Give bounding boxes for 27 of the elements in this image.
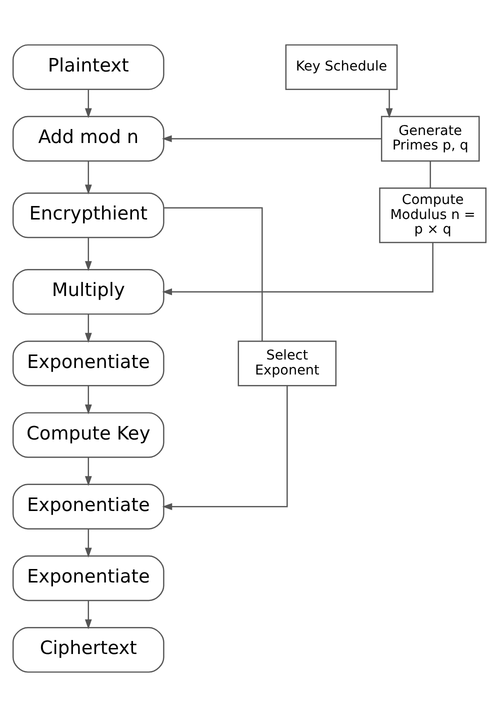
arrow — [162, 242, 434, 296]
node-box: Generate Primes p, q — [380, 116, 480, 162]
arrow — [84, 161, 92, 195]
arrow — [84, 528, 92, 558]
node-box: Exponentiate — [12, 484, 164, 530]
node-box: Ciphertext — [12, 627, 164, 673]
node-box: Add mod n — [12, 116, 164, 162]
arrow — [84, 314, 92, 343]
arrow — [84, 457, 92, 486]
arrow — [386, 89, 393, 118]
arrow — [84, 238, 92, 272]
node-box: Compute Modulus n = p × q — [379, 188, 487, 244]
connector — [430, 161, 431, 188]
arrow — [84, 89, 92, 118]
node-box: Exponentiate — [12, 555, 164, 602]
arrow — [84, 386, 92, 414]
node-box: Exponentiate — [12, 340, 164, 386]
arrow — [84, 600, 92, 630]
connector — [164, 207, 263, 342]
node-box: Compute Key — [12, 412, 164, 458]
arrow — [162, 135, 382, 142]
arrow — [162, 386, 288, 510]
node-box: Key Schedule — [285, 44, 398, 90]
node-box: Select Exponent — [238, 340, 337, 386]
node-box: Multiply — [12, 269, 164, 315]
node-box: Encrypthient — [12, 192, 164, 238]
node-box: Plaintext — [12, 44, 164, 90]
